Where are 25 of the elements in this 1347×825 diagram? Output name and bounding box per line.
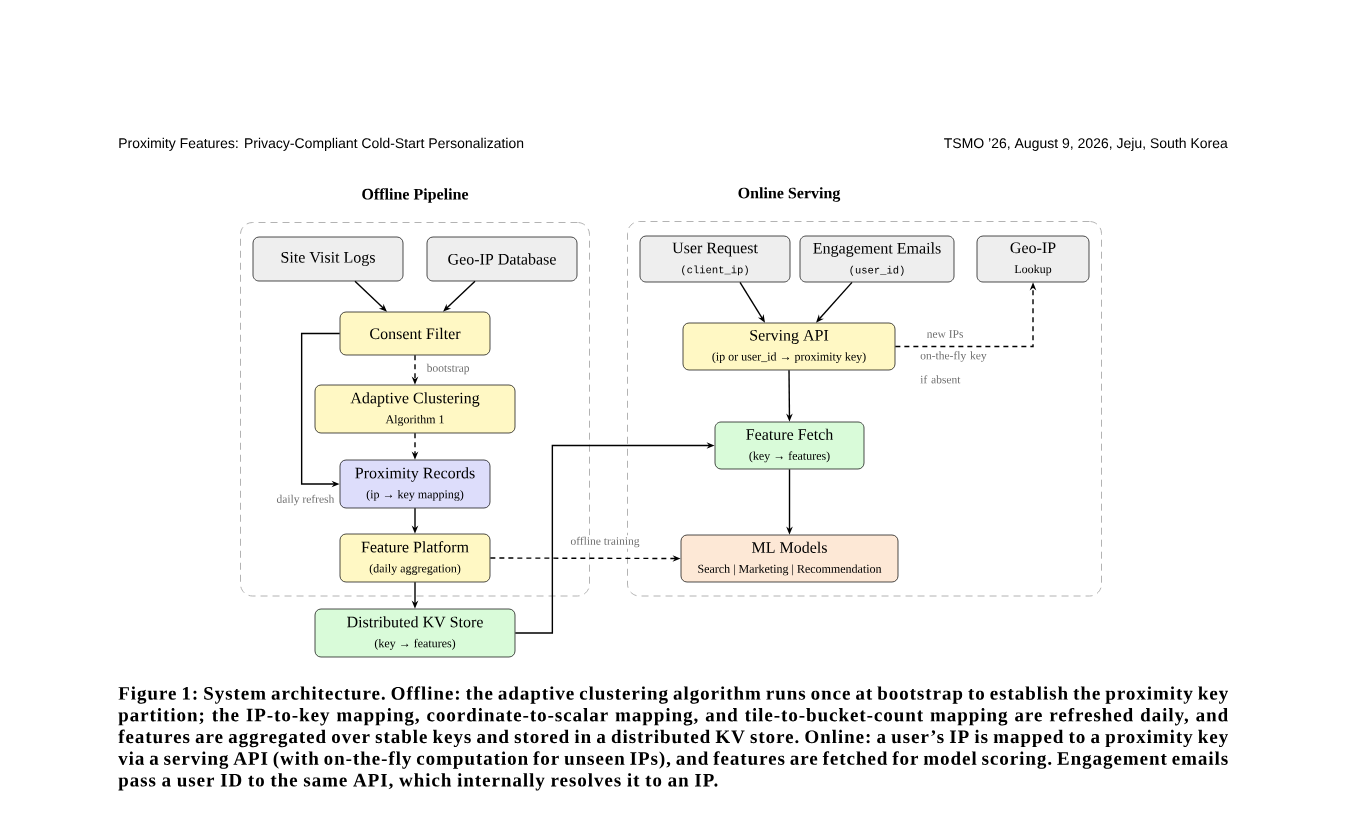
process-box: Feature Platform (daily aggregation) [339, 533, 491, 583]
source-box: Geo-IP Lookup [976, 235, 1090, 283]
edge-label: daily refresh [275, 493, 336, 507]
edge-label: bootstrap [425, 362, 471, 376]
running-header: Proximity Features: Privacy-Compliant Cold-Start Personalization [119, 137, 524, 151]
source-box: Geo-IP Database [426, 236, 578, 282]
process-box: Serving API (ip or user_id → proximity key) [682, 322, 896, 371]
arrow [443, 280, 476, 312]
section-heading: Offline Pipeline [362, 188, 469, 203]
running-header: TSMO ’26, August 9, 2026, Jeju, South Korea [944, 137, 1228, 151]
annotation-text: on-the-fly key if absent [920, 351, 987, 384]
figure-caption: Figure 1: System architecture. Offline: the adaptive clustering algorithm runs once at bootstrap to establish the proximity key partition; the IP-to-key mapping, coordinate-to-scalar mapping, and tile-to-bucket-count mapping are refreshed daily, and features are aggregated over stable keys and stored in a distributed KV store. Online: a user’s IP is mapped to a proximity key via a serving API (with on-the-fly computation for unseen IPs), and features are fetched for model scoring. Engagement emails pass a user ID to the same API, which internally resolves it to an IP. [118, 686, 1229, 791]
process-box: Adaptive Clustering Algorithm 1 [314, 384, 516, 434]
process-box: ML Models Search | Marketing | Recommendation [680, 534, 899, 583]
arrow [354, 280, 387, 312]
source-box: Engagement Emails (user_id) [799, 235, 955, 283]
process-box: Proximity Records (ip → key mapping) [339, 459, 491, 509]
process-box: Consent Filter [339, 311, 491, 356]
process-box: Feature Fetch (key → features) [714, 421, 865, 470]
section-heading: Online Serving [738, 187, 841, 202]
source-box: Site Visit Logs [252, 236, 404, 282]
edge-label: new IPs [925, 328, 965, 340]
process-box: Distributed KV Store (key → features) [314, 608, 516, 658]
edge-label: offline training [568, 535, 642, 549]
source-box: User Request (client_ip) [639, 235, 791, 283]
